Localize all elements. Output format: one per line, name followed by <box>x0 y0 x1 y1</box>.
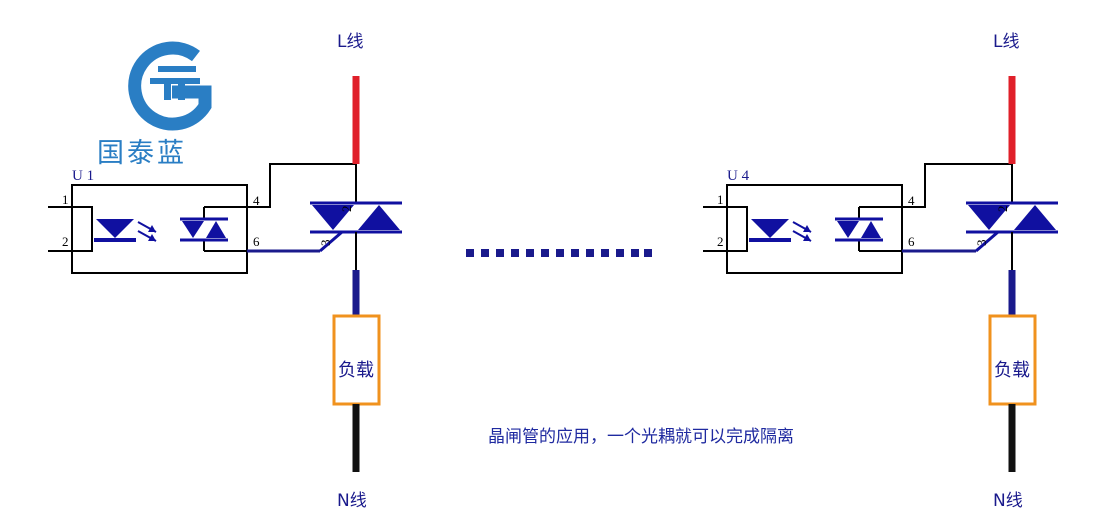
part-label: U 4 <box>727 168 750 184</box>
pin-6-label: 6 <box>253 234 260 249</box>
opto-triac-icon <box>180 206 247 252</box>
circuit-4: U 4 1 2 4 6 L线 <box>703 32 1058 511</box>
pin-1-label: 1 <box>717 192 724 207</box>
triac-pin-2-label: 2 <box>339 206 354 213</box>
load-box <box>332 314 381 406</box>
circuit-1: U 1 1 2 4 6 <box>48 32 402 511</box>
triac-pin-3-label: 3 <box>318 240 333 247</box>
diagram-caption: 晶闸管的应用，一个光耦就可以完成隔离 <box>488 427 794 447</box>
pin-6-label: 6 <box>908 234 915 249</box>
optocoupler-body <box>726 184 903 274</box>
pin-4-label: 4 <box>253 193 260 208</box>
n-line-label: N线 <box>993 491 1023 511</box>
led-icon <box>72 206 157 252</box>
logo: 国泰蓝 <box>97 41 212 169</box>
l-line-label: L线 <box>337 32 363 52</box>
pin-2-label: 2 <box>62 234 69 249</box>
load-label: 负载 <box>994 360 1030 381</box>
triac-pin-2-label: 2 <box>995 206 1010 213</box>
part-label: U 1 <box>72 168 94 184</box>
load-box <box>988 314 1037 406</box>
led-icon <box>727 206 812 252</box>
pin-1-label: 1 <box>62 192 69 207</box>
load-label: 负载 <box>338 360 374 381</box>
opto-triac-icon <box>835 206 902 252</box>
optocoupler-body <box>71 184 248 274</box>
n-line-label: N线 <box>337 491 367 511</box>
logo-inner-glyph-icon <box>150 66 200 100</box>
ellipsis-separator <box>466 249 652 257</box>
pin-4-label: 4 <box>908 193 915 208</box>
pin-2-label: 2 <box>717 234 724 249</box>
logo-text: 国泰蓝 <box>97 138 187 169</box>
l-line-label: L线 <box>993 32 1019 52</box>
triac-pin-3-label: 3 <box>974 240 989 247</box>
logo-g-mark-icon <box>128 41 212 131</box>
